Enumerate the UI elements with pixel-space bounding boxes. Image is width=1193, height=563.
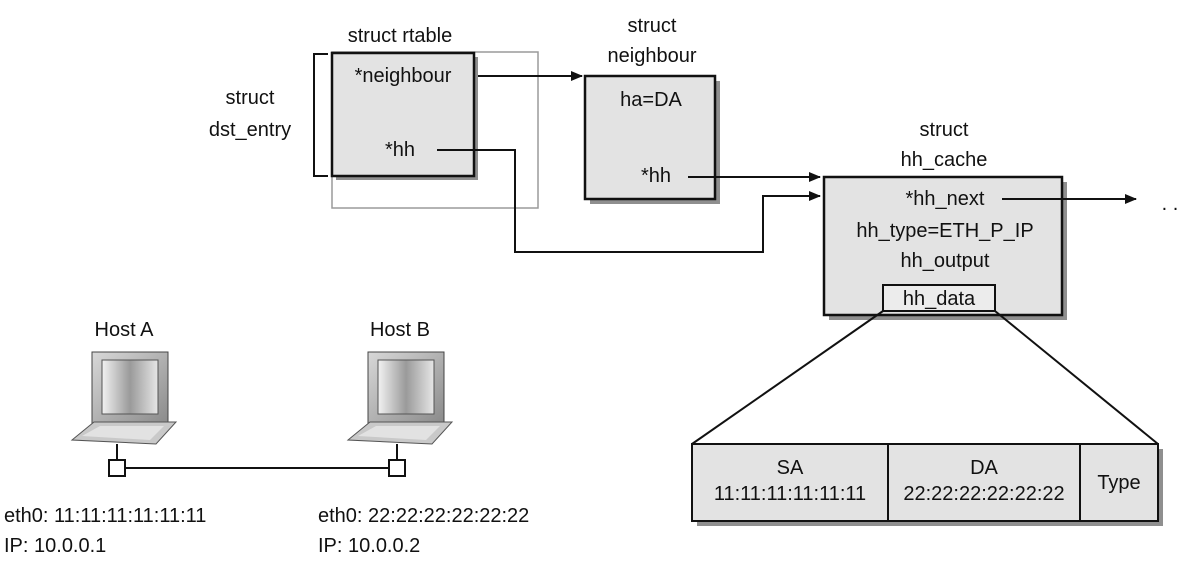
host-b-ip: IP: 10.0.0.2 bbox=[318, 535, 420, 557]
hh-cache-field-next: *hh_next bbox=[906, 188, 985, 210]
neighbour-title-line1: struct bbox=[628, 15, 677, 37]
hh-cache-title-line2: hh_cache bbox=[901, 149, 988, 171]
hh-data-field-box bbox=[882, 284, 996, 312]
neighbour-box bbox=[583, 74, 717, 201]
host-a-ip: IP: 10.0.0.1 bbox=[4, 535, 106, 557]
header-cell-type bbox=[1079, 443, 1159, 522]
dst-entry-bracket bbox=[313, 53, 328, 177]
host-b-port bbox=[388, 459, 406, 477]
header-sa-label: SA bbox=[777, 457, 804, 479]
hh-cache-field-output: hh_output bbox=[901, 250, 990, 272]
rtable-field-neighbour: *neighbour bbox=[355, 65, 452, 87]
neighbour-title-line2: neighbour bbox=[608, 45, 697, 67]
host-a-eth: eth0: 11:11:11:11:11:11 bbox=[4, 505, 206, 527]
computer-icon bbox=[346, 351, 454, 445]
header-da-value: 22:22:22:22:22:22 bbox=[903, 483, 1064, 505]
hh-cache-field-type: hh_type=ETH_P_IP bbox=[856, 220, 1033, 242]
arrow-rtable-hh-pointer bbox=[437, 149, 821, 253]
host-a-port bbox=[108, 459, 126, 477]
host-b-eth: eth0: 22:22:22:22:22:22 bbox=[318, 505, 529, 527]
host-b-name: Host B bbox=[370, 319, 430, 341]
rtable-field-hh: *hh bbox=[385, 139, 415, 161]
rtable-box bbox=[330, 51, 476, 178]
dst-entry-label-line1: struct bbox=[226, 87, 275, 109]
header-cell-da bbox=[887, 443, 1081, 522]
neighbour-field-ha: ha=DA bbox=[620, 89, 682, 111]
header-cell-sa bbox=[691, 443, 889, 522]
rtable-title: struct rtable bbox=[348, 25, 452, 47]
dst-entry-label-line2: dst_entry bbox=[209, 119, 291, 141]
neighbour-field-hh: *hh bbox=[641, 165, 671, 187]
header-type-label: Type bbox=[1097, 472, 1140, 494]
expand-line-left bbox=[691, 310, 884, 445]
header-da-label: DA bbox=[970, 457, 998, 479]
computer-icon bbox=[70, 351, 178, 445]
host-a-name: Host A bbox=[95, 319, 155, 341]
expand-line-right bbox=[994, 310, 1159, 445]
hh-cache-field-data: hh_data bbox=[903, 288, 976, 310]
hh-cache-title-line1: struct bbox=[920, 119, 969, 141]
header-sa-value: 11:11:11:11:11:11 bbox=[714, 483, 866, 505]
hh-next-continuation: . . bbox=[1162, 193, 1179, 215]
